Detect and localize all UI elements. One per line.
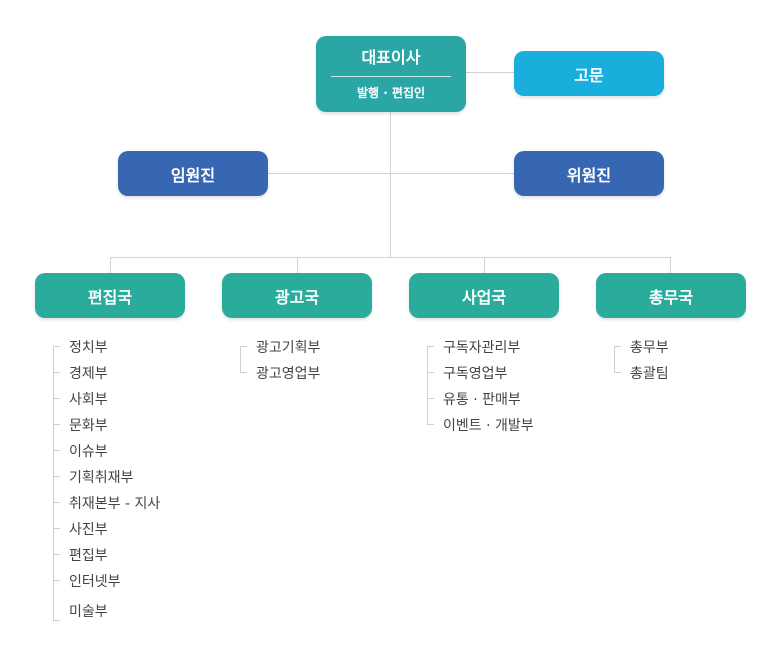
connector-drop-3 bbox=[484, 257, 485, 273]
subdept-item: 정치부 bbox=[69, 340, 108, 356]
subdept-item: 광고영업부 bbox=[256, 366, 321, 382]
subdept-item: 인터넷부 bbox=[69, 574, 121, 590]
tree-editorial bbox=[53, 346, 54, 620]
subdept-item: 총괄팀 bbox=[630, 366, 669, 382]
committee-box: 위원진 bbox=[514, 151, 664, 196]
dept-general-affairs: 총무국 bbox=[596, 273, 746, 318]
connector-drop-2 bbox=[297, 257, 298, 273]
ceo-box: 대표이사 발행 · 편집인 bbox=[316, 36, 466, 112]
connector-dept-bus bbox=[110, 257, 671, 258]
subdept-item: 구독영업부 bbox=[443, 366, 508, 382]
connector-board bbox=[267, 173, 514, 174]
subdept-item: 경제부 bbox=[69, 366, 108, 382]
connector-drop-4 bbox=[670, 257, 671, 273]
ceo-divider bbox=[331, 75, 451, 77]
subdept-item: 이벤트 · 개발부 bbox=[443, 418, 534, 434]
dept-editorial: 편집국 bbox=[35, 273, 185, 318]
connector-ceo-trunk bbox=[390, 112, 391, 258]
subdept-item: 편집부 bbox=[69, 548, 108, 564]
subdept-item: 미술부 bbox=[69, 604, 108, 620]
connector-drop-1 bbox=[110, 257, 111, 273]
subdept-item: 구독자관리부 bbox=[443, 340, 521, 356]
executives-box: 임원진 bbox=[118, 151, 268, 196]
subdept-item: 총무부 bbox=[630, 340, 669, 356]
ceo-subtitle: 발행 · 편집인 bbox=[356, 85, 426, 100]
subdept-item: 광고기획부 bbox=[256, 340, 321, 356]
subdept-item: 취재본부 - 지사 bbox=[69, 496, 161, 512]
subdept-item: 기획취재부 bbox=[69, 470, 134, 486]
subdept-item: 유통 · 판매부 bbox=[443, 392, 521, 408]
connector-ceo-advisor bbox=[466, 72, 516, 73]
subdept-item: 사진부 bbox=[69, 522, 108, 538]
tree-business bbox=[427, 346, 428, 424]
dept-advertising: 광고국 bbox=[222, 273, 372, 318]
subdept-item: 사회부 bbox=[69, 392, 108, 408]
ceo-title: 대표이사 bbox=[361, 47, 421, 67]
advisor-box: 고문 bbox=[514, 51, 664, 96]
subdept-item: 문화부 bbox=[69, 418, 108, 434]
tree-advertising bbox=[240, 346, 241, 372]
tree-general-affairs bbox=[614, 346, 615, 372]
dept-business: 사업국 bbox=[409, 273, 559, 318]
subdept-item: 이슈부 bbox=[69, 444, 108, 460]
